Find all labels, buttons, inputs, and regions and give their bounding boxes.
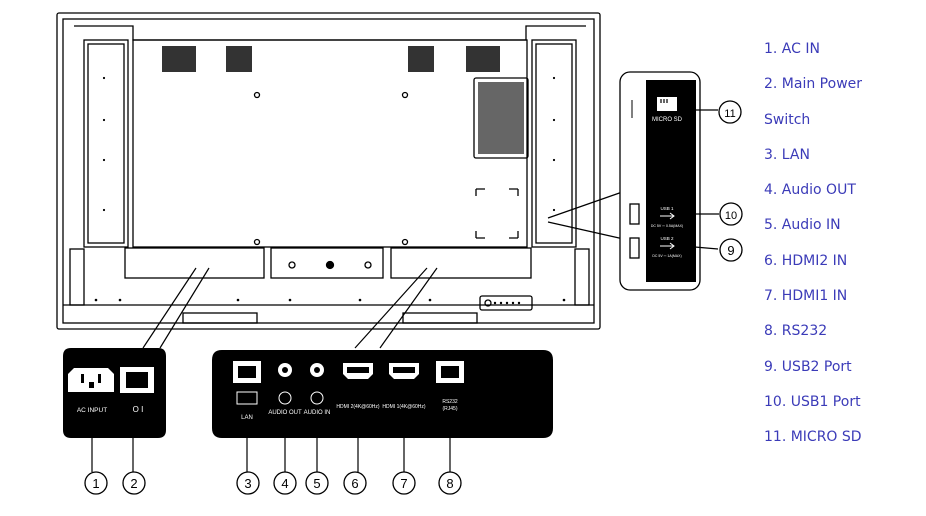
ac-input-label: AC INPUT bbox=[77, 407, 107, 414]
hdmi2-label: HDMI 2(4K@60Hz) bbox=[336, 404, 379, 410]
callout-4-label: 4 bbox=[281, 476, 288, 491]
leader-lines bbox=[142, 189, 629, 349]
hdmi1-label: HDMI 1(4K@60Hz) bbox=[382, 404, 425, 410]
callout-7 bbox=[392, 471, 416, 495]
callout-7-label: 7 bbox=[400, 476, 407, 491]
callout-6 bbox=[343, 471, 367, 495]
usb1-icon bbox=[660, 212, 675, 220]
audio-out-label: AUDIO OUT bbox=[268, 410, 302, 416]
callout-11 bbox=[718, 100, 742, 124]
callout-8 bbox=[438, 471, 462, 495]
audio-in-label: AUDIO IN bbox=[304, 410, 331, 416]
legend-item: 3. LAN bbox=[764, 146, 810, 163]
usb2-label: USB 2 bbox=[660, 236, 674, 241]
port-legend: 1. AC IN 2. Main Power Switch 3. LAN 4. … bbox=[764, 38, 924, 462]
callout-5-label: 5 bbox=[313, 476, 320, 491]
callout-5 bbox=[305, 471, 329, 495]
usb1-spec: DC 5V ⎓ 0.5A(MAX) bbox=[651, 224, 683, 228]
usb1-label: USB 1 bbox=[660, 206, 674, 211]
micro-sd-slot-icon bbox=[657, 97, 677, 111]
legend-item: Switch bbox=[764, 111, 811, 128]
ac-panel: AC INPUT O I bbox=[63, 348, 166, 438]
callout-2 bbox=[122, 471, 146, 495]
legend-item: 6. HDMI2 IN bbox=[764, 252, 848, 269]
callout-1 bbox=[84, 471, 108, 495]
callout-1-label: 1 bbox=[92, 476, 99, 491]
callout-6-label: 6 bbox=[351, 476, 358, 491]
monitor-dots bbox=[94, 76, 566, 305]
legend-item: 4. Audio OUT bbox=[764, 182, 856, 199]
lan-symbol-icon bbox=[236, 391, 258, 405]
monitor-screws bbox=[253, 91, 492, 307]
callout-circles bbox=[84, 100, 743, 495]
callout-4 bbox=[273, 471, 297, 495]
callout-9-label: 9 bbox=[727, 243, 734, 258]
legend-item: 10. USB1 Port bbox=[764, 393, 861, 410]
legend-item: 2. Main Power bbox=[764, 76, 863, 93]
usb2-icon bbox=[660, 242, 675, 250]
legend-item: 1. AC IN bbox=[764, 41, 820, 57]
side-panel: MICRO SD USB 1 DC 5V ⎓ 0.5A(MAX) USB 2 D… bbox=[619, 71, 719, 291]
rs232-label: RS232 bbox=[442, 399, 458, 405]
callout-3-label: 3 bbox=[244, 476, 251, 491]
ac-inlet-icon bbox=[68, 368, 114, 392]
legend-item: 7. HDMI1 IN bbox=[764, 288, 848, 305]
micro-sd-label: MICRO SD bbox=[652, 117, 683, 123]
callout-3 bbox=[236, 471, 260, 495]
usb2-slot-icon bbox=[629, 237, 640, 259]
callout-10 bbox=[719, 202, 743, 226]
usb2-spec: DC 5V ⎓ 1A(MAX) bbox=[652, 254, 681, 258]
lan-label: LAN bbox=[241, 415, 253, 421]
usb1-slot-icon bbox=[629, 203, 640, 225]
callout-9 bbox=[719, 238, 743, 262]
legend-item: 9. USB2 Port bbox=[764, 358, 852, 375]
callout-10-label: 10 bbox=[725, 210, 737, 222]
rs232-sublabel: (RJ45) bbox=[442, 406, 457, 412]
callout-numbers: 1 2 3 4 5 6 7 8 11 10 9 bbox=[92, 108, 737, 491]
callout-2-label: 2 bbox=[130, 476, 137, 491]
switch-label: O I bbox=[133, 405, 144, 414]
callout-connectors bbox=[91, 412, 451, 472]
monitor-rear bbox=[56, 12, 601, 330]
callout-11-label: 11 bbox=[724, 108, 735, 120]
callout-8-label: 8 bbox=[446, 476, 453, 491]
io-panel: LAN AUDIO OUT AUDIO IN HDMI 2(4K@60Hz) H… bbox=[212, 350, 553, 438]
monitor-vents bbox=[162, 46, 524, 154]
legend-item: 8. RS232 bbox=[764, 323, 828, 340]
legend-item: 11. MICRO SD bbox=[764, 429, 862, 446]
legend-item: 5. Audio IN bbox=[764, 217, 841, 234]
